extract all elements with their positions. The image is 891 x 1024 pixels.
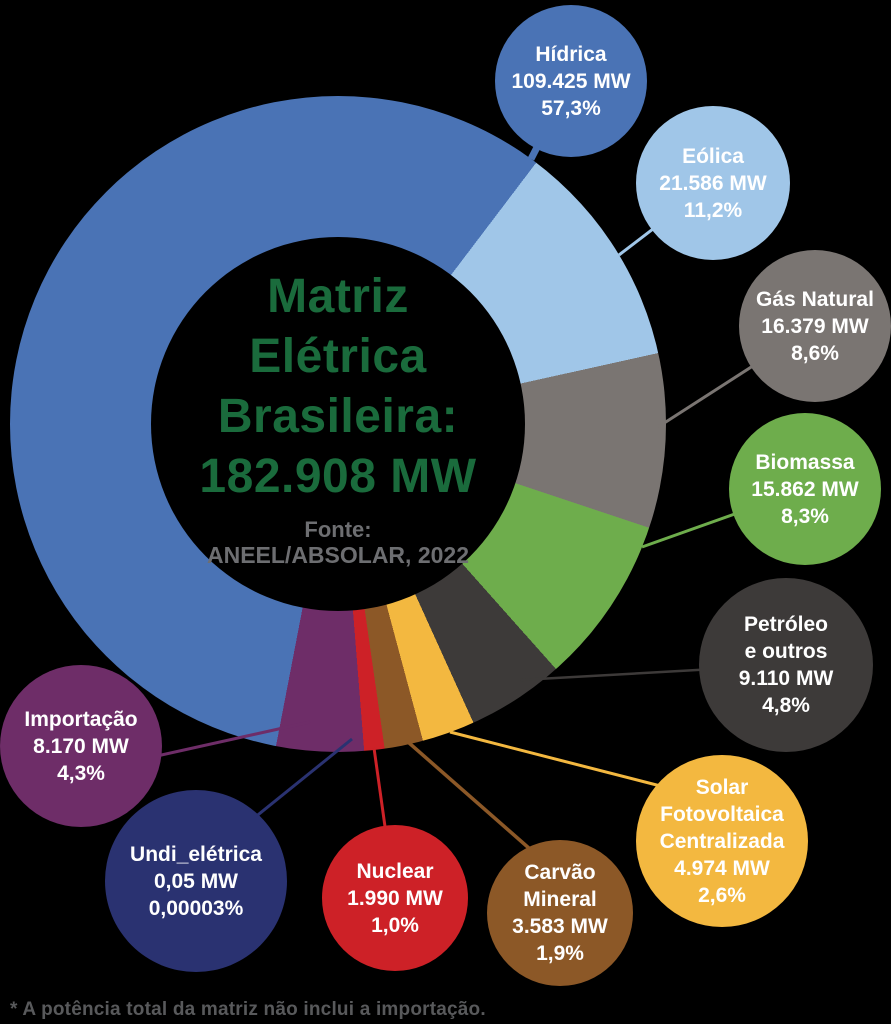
bubble-nuclear: Nuclear 1.990 MW 1,0% xyxy=(322,825,468,971)
bubble-percent-value: 1,9% xyxy=(536,942,584,965)
source-text: ANEEL/ABSOLAR, 2022 xyxy=(206,541,469,568)
bubble-mw-value: 0,05 MW xyxy=(153,869,239,893)
bubble-mw-value: 8.170 MW xyxy=(33,734,129,758)
bubble-percent-value: 57,3% xyxy=(541,96,601,120)
center-title-line-2: Elétrica xyxy=(249,329,427,383)
bubble-mw-value: 16.379 MW xyxy=(761,314,869,338)
center-title-line-4: 182.908 MW xyxy=(199,449,477,503)
bubble-name-line: Hídrica xyxy=(535,42,607,66)
bubble-name-line: e outros xyxy=(744,640,828,663)
bubble-percent-value: 0,00003% xyxy=(148,896,244,920)
footnote: * A potência total da matriz não inclui … xyxy=(10,999,486,1020)
bubble-percent-value: 4,3% xyxy=(57,761,105,785)
bubble-name-line: Nuclear xyxy=(356,859,434,883)
bubble-name-line: Carvão xyxy=(524,861,596,884)
bubble-name-line: Centralizada xyxy=(659,829,785,853)
source-label: Fonte: xyxy=(304,516,372,542)
bubble-eolica: Eólica 21.586 MW 11,2% xyxy=(636,106,790,260)
bubble-mw-value: 109.425 MW xyxy=(511,69,631,93)
bubble-name-line: Eólica xyxy=(682,144,744,168)
bubble-percent-value: 11,2% xyxy=(683,198,743,222)
bubble-hidrica: Hídrica 109.425 MW 57,3% xyxy=(495,5,647,157)
bubble-importacao: Importação 8.170 MW 4,3% xyxy=(0,665,162,827)
center-title-line-3: Brasileira: xyxy=(217,389,459,443)
bubble-percent-value: 4,8% xyxy=(762,694,810,717)
bubble-mw-value: 15.862 MW xyxy=(751,477,859,501)
bubble-name-line: Fotovoltaica xyxy=(660,802,784,826)
bubble-name-line: Mineral xyxy=(523,888,597,911)
bubble-name-line: Undi_elétrica xyxy=(130,842,262,866)
bubble-mw-value: 1.990 MW xyxy=(347,886,443,910)
center-title-line-1: Matriz xyxy=(267,269,409,323)
bubble-mw-value: 9.110 MW xyxy=(738,667,834,690)
bubble-mw-value: 4.974 MW xyxy=(674,856,770,880)
bubble-name-line: Solar xyxy=(695,775,749,799)
bubble-percent-value: 2,6% xyxy=(698,883,746,907)
bubble-name-line: Biomassa xyxy=(755,450,855,474)
bubble-mw-value: 3.583 MW xyxy=(512,915,608,938)
bubble-name-line: Gás Natural xyxy=(756,287,874,311)
bubble-percent-value: 8,6% xyxy=(791,341,839,365)
leader-line-solar-fotovoltaica-centralizada xyxy=(449,730,681,793)
bubble-mw-value: 21.586 MW xyxy=(659,171,767,195)
bubble-percent-value: 8,3% xyxy=(781,504,829,528)
bubble-biomassa: Biomassa 15.862 MW 8,3% xyxy=(729,413,881,565)
bubble-gas-natural: Gás Natural 16.379 MW 8,6% xyxy=(739,250,891,402)
bubble-name-line: Importação xyxy=(24,707,138,731)
bubble-undi-eletrica: Undi_elétrica 0,05 MW 0,00003% xyxy=(105,790,287,972)
bubble-name-line: Petróleo xyxy=(743,613,829,636)
bubble-percent-value: 1,0% xyxy=(371,913,419,937)
bubble-petroleo-e-outros: Petróleo e outros 9.110 MW 4,8% xyxy=(699,578,873,752)
